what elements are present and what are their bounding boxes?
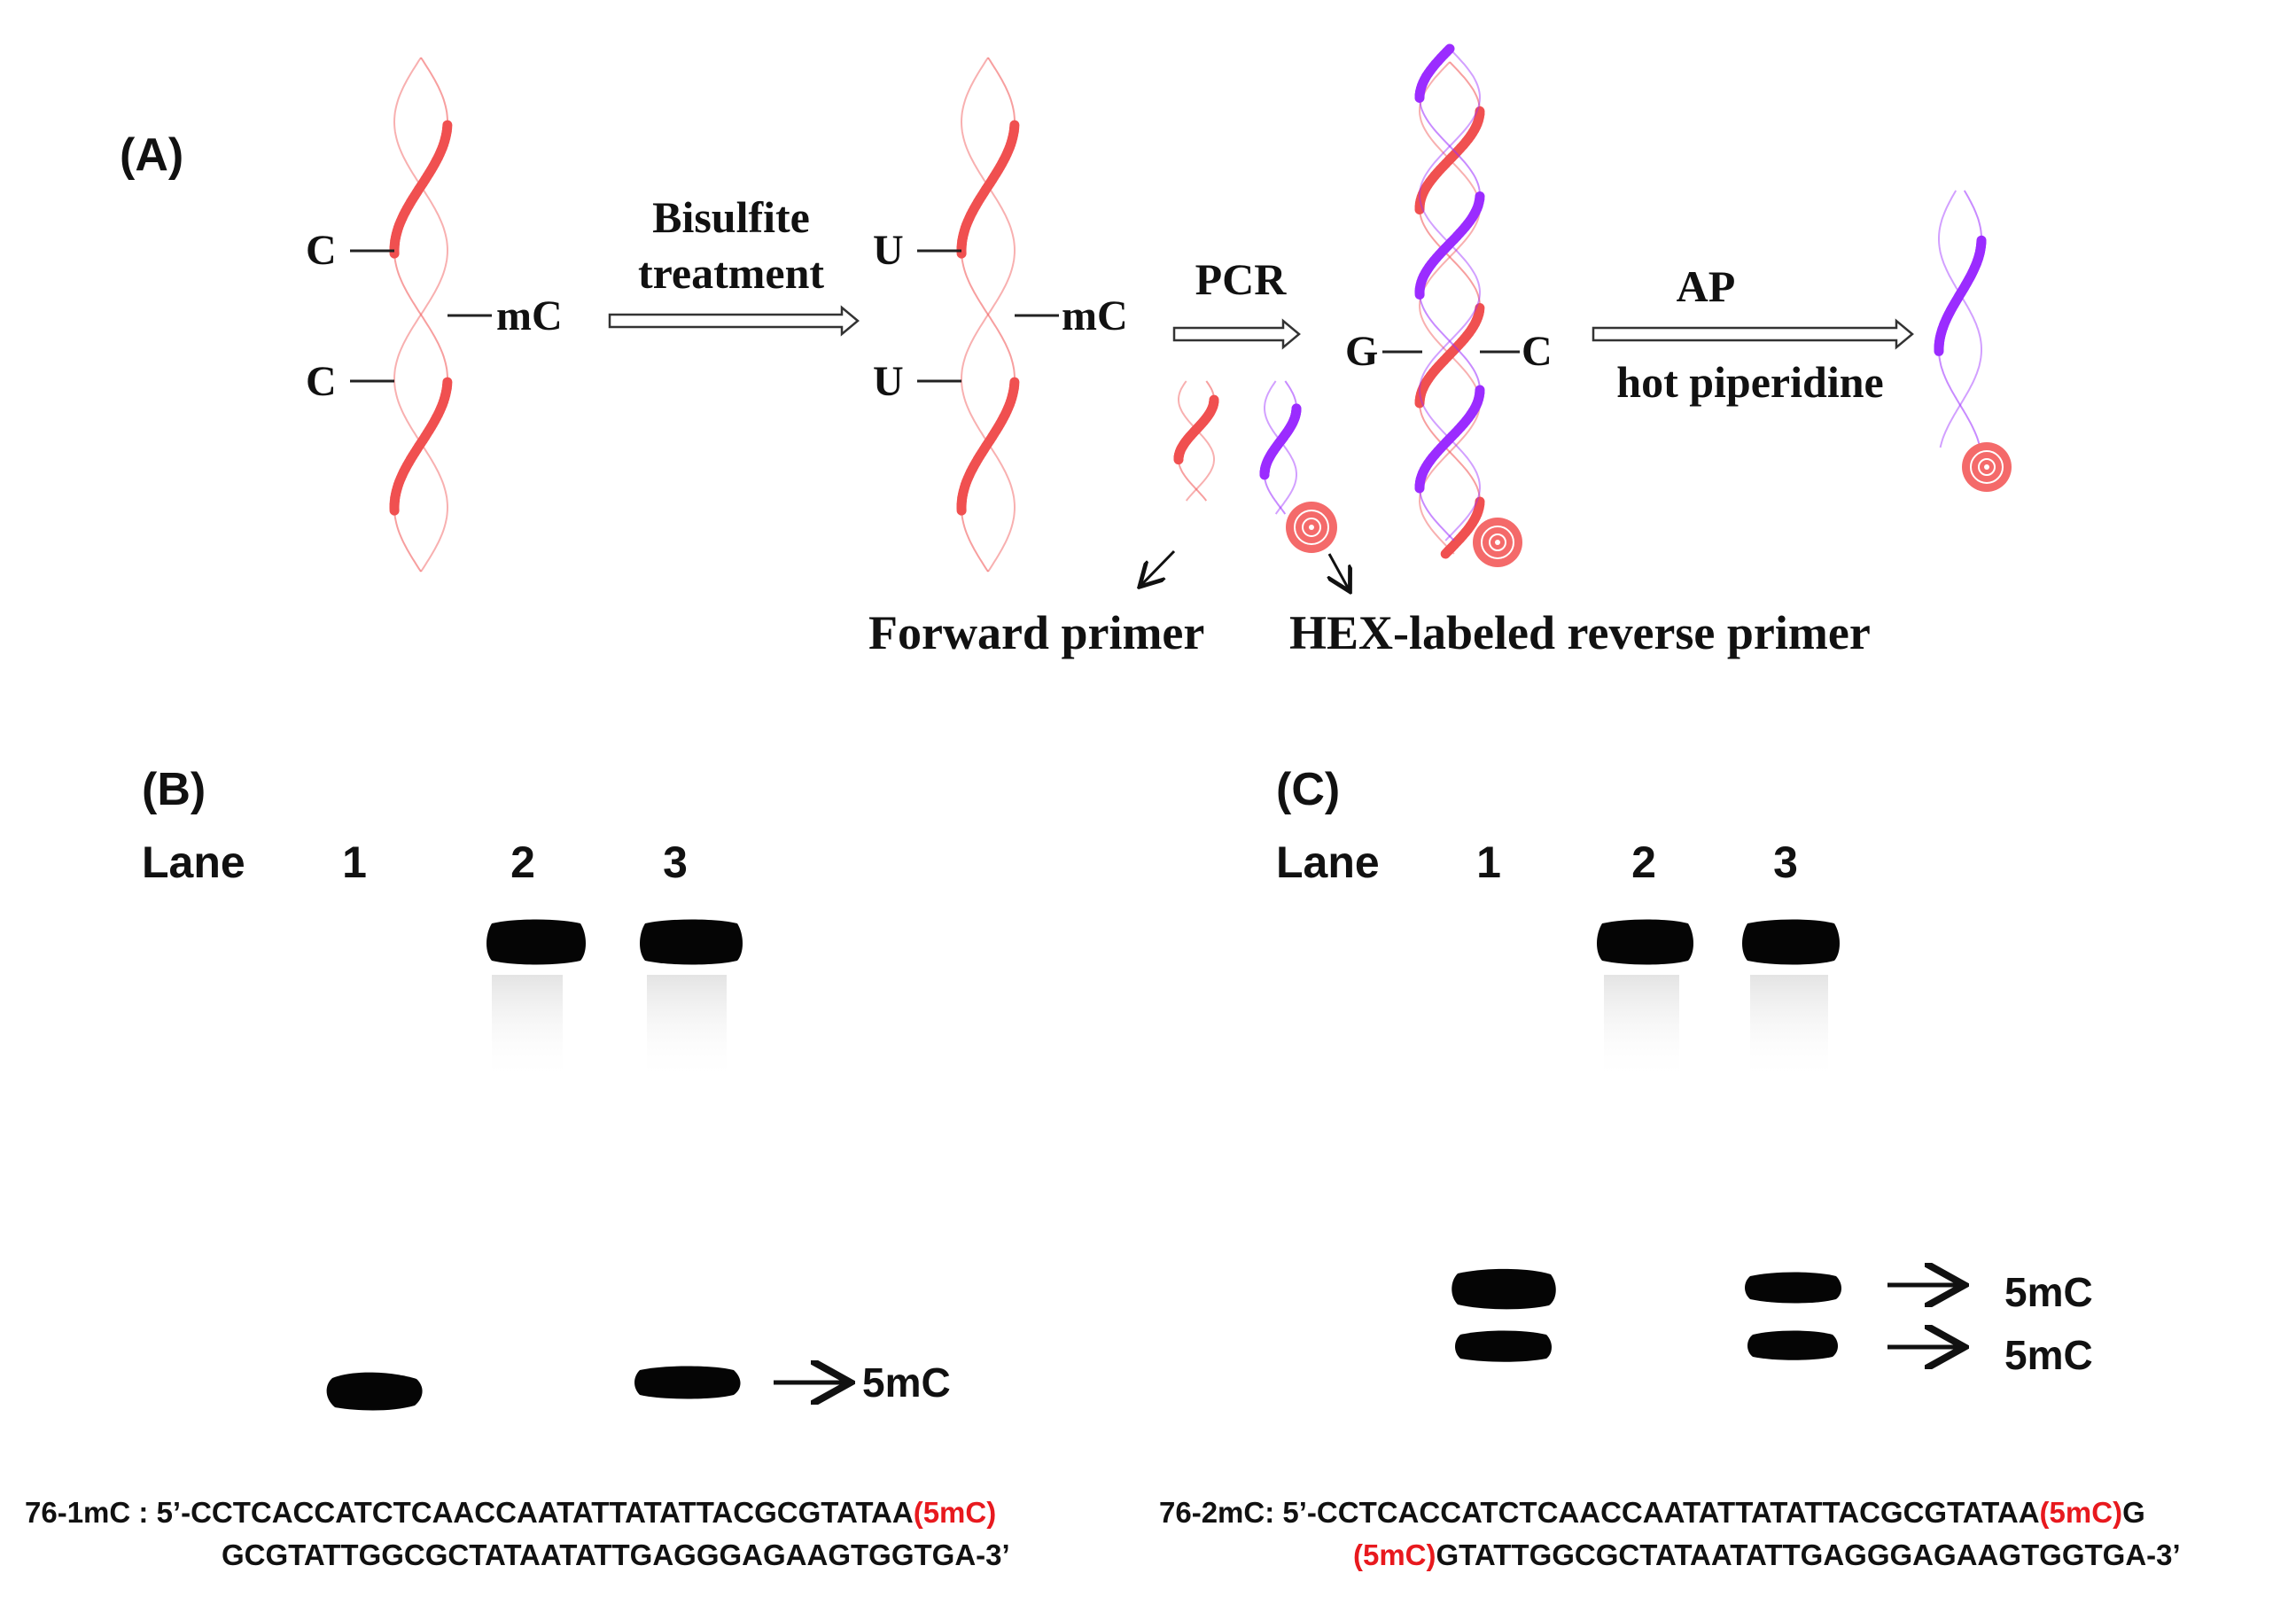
lane-number-c1: 1 [1476,837,1501,887]
template-strand-middle [956,57,1020,572]
band-c1-upper [1452,1268,1556,1310]
sequence-b-line2: GCGTATTGGCGCTATAATATTGAGGGAGAAGTGGTGA-3’ [222,1538,1010,1571]
duplex-base-c: C [1522,328,1553,375]
label-5mc-c-lower: 5mC [2004,1332,2093,1378]
pcr-duplex [1414,43,1485,559]
forward-primer-label: Forward primer [868,606,1204,659]
band-c1-lower [1455,1330,1552,1362]
sequence-c-line1: 76-2mC: 5’-CCTCACCATCTCAACCAATATTATATTAC… [1159,1496,2145,1529]
pointer-forward [1141,549,1176,585]
lane-number-c2: 2 [1631,837,1656,887]
smear-b3 [647,975,727,1081]
sequence-c-line2: (5mC)GTATTGGCGCTATAATATTGAGGGAGAAGTGGTGA… [1353,1538,2181,1571]
sequence-b-mod: (5mC) [914,1496,997,1529]
reverse-primer [1259,380,1302,515]
cleaved-product [1934,190,1987,448]
panel-b-label: (B) [142,764,206,815]
lane-number-b2: 2 [510,837,535,887]
forward-primer [1173,380,1219,502]
pointer-reverse [1329,553,1349,589]
step-bisulfite-line1: Bisulfite [652,192,810,242]
step-bisulfite-line2: treatment [638,248,824,298]
band-b3-top [640,919,743,965]
lane-header-b: Lane [142,837,245,887]
hex-label-duplex-icon [1473,518,1522,567]
smear-b2 [492,975,563,1081]
hollow-arrow-bisulfite [608,305,860,337]
smear-c3 [1750,975,1828,1081]
smear-c2 [1604,975,1679,1081]
methyl-c-mid: mC [1062,292,1128,339]
sequence-b-name: 76-1mC : [25,1496,157,1529]
sequence-b-line1-main: 5’-CCTCACCATCTCAACCAATATTATATTACGCGTATAA [157,1496,914,1529]
duplex-base-g: G [1345,328,1378,375]
hollow-arrow-pcr [1172,318,1301,350]
label-5mc-b: 5mC [862,1359,951,1406]
hollow-arrow-ap [1592,318,1914,350]
sequence-c-line2-main: GTATTGGCGCTATAATATTGAGGGAGAAGTGGTGA-3’ [1436,1538,2181,1571]
sequence-c-name: 76-2mC: [1159,1496,1282,1529]
step-ap: AP [1677,261,1736,311]
sequence-c-mod1: (5mC) [2040,1496,2123,1529]
base-u-top: U [873,227,904,274]
sequence-c-line1-main: 5’-CCTCACCATCTCAACCAATATTATATTACGCGTATAA [1282,1496,2039,1529]
lane-header-c: Lane [1276,837,1380,887]
band-b1-bottom [326,1372,423,1411]
lane-number-b3: 3 [663,837,688,887]
band-b3-bottom [634,1366,741,1399]
label-5mc-c-upper: 5mC [2004,1269,2093,1315]
sequence-c-mod2: (5mC) [1353,1538,1436,1571]
base-c-bottom: C [306,358,337,405]
panel-a-label: (A) [120,129,183,181]
base-c-top: C [306,227,337,274]
gel-b [326,919,743,1411]
base-u-bottom: U [873,358,904,405]
hex-label-icon [1286,502,1337,553]
hex-label-product-icon [1962,442,2012,492]
sequence-c-line1-suffix: G [2122,1496,2145,1529]
step-hot-piperidine: hot piperidine [1616,357,1883,407]
band-c3-top [1742,919,1840,965]
band-c3-upper [1745,1272,1841,1304]
methyl-c-left: mC [496,292,563,339]
template-strand-left [389,57,453,572]
lane-number-c3: 3 [1773,837,1798,887]
step-pcr: PCR [1195,254,1288,304]
reverse-primer-label: HEX-labeled reverse primer [1289,606,1871,659]
band-b2-top [486,919,586,965]
sequence-b-line1: 76-1mC : 5’-CCTCACCATCTCAACCAATATTATATTA… [25,1496,996,1529]
panel-c-label: (C) [1276,764,1340,815]
lane-number-b1: 1 [342,837,367,887]
band-c2-top [1597,919,1693,965]
gel-c [1452,919,1841,1362]
band-c3-lower [1747,1330,1838,1360]
